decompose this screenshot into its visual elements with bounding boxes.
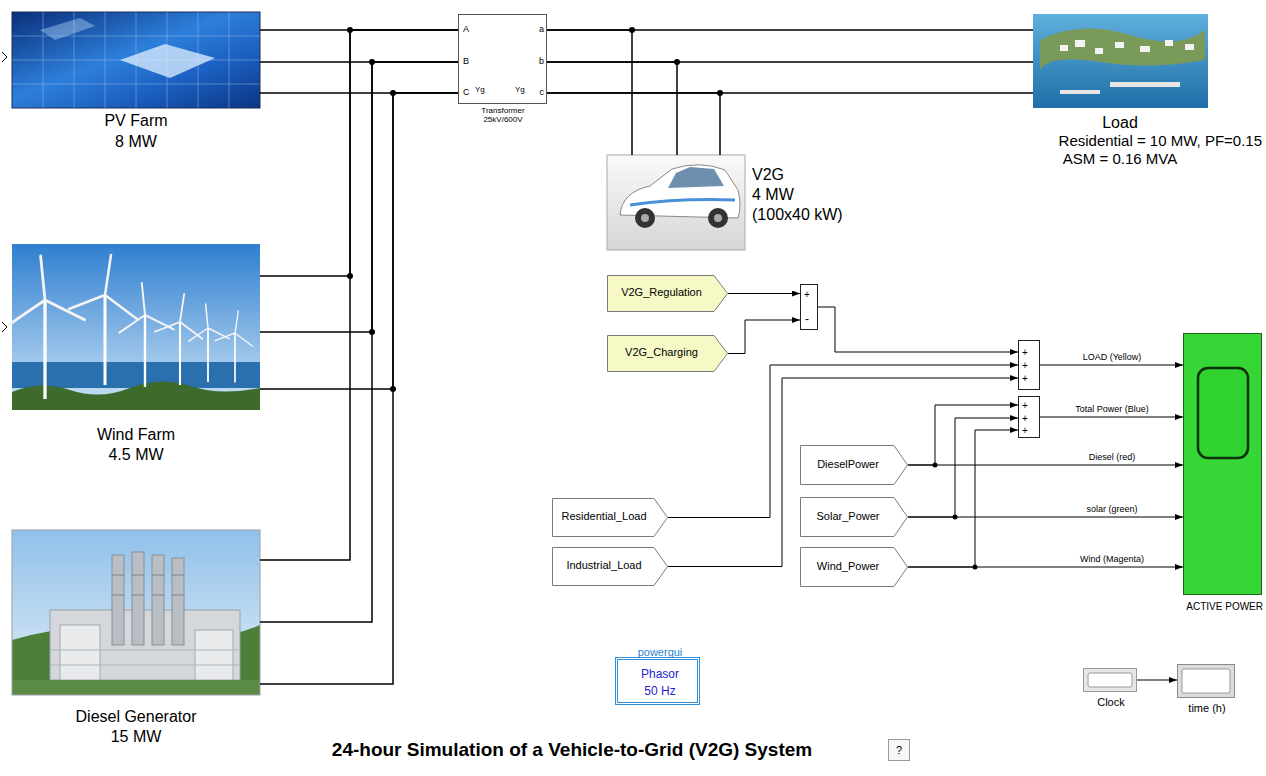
- winding-label: Yg: [475, 86, 485, 95]
- block-label: V2G_Charging: [625, 346, 698, 358]
- load-picture: [1033, 14, 1208, 108]
- block-label: 4 MW: [752, 186, 794, 204]
- clock-block: Clock: [1083, 668, 1137, 692]
- signal-line: [908, 418, 1018, 517]
- block-label: 15 MW: [111, 728, 162, 746]
- signal-line: [908, 465, 1183, 466]
- sum-block: +-: [800, 284, 818, 330]
- block-label: powergui: [638, 646, 683, 658]
- electric-car-picture: [607, 155, 745, 250]
- sign-label: +: [804, 289, 810, 300]
- signal-line: [818, 307, 1018, 352]
- sign-label: +: [1022, 347, 1028, 358]
- diesel-plant-picture: [12, 530, 260, 695]
- wind-farm-block: Wind Farm4.5 MW: [12, 244, 260, 410]
- sum-block: +++: [1018, 396, 1040, 438]
- power-line: [547, 30, 720, 155]
- help-mark: ?: [896, 744, 902, 756]
- diagram-title: 24-hour Simulation of a Vehicle-to-Grid …: [332, 740, 812, 761]
- display-window: [1178, 665, 1234, 697]
- port-label: c: [540, 88, 545, 98]
- help-button: ?: [888, 739, 910, 761]
- block-label: time (h): [1188, 702, 1225, 714]
- scope-screen: [1184, 334, 1261, 594]
- signal-line: [668, 378, 1018, 567]
- signal-line: [908, 405, 1018, 465]
- block-label: ASM = 0.16 MVA: [1063, 151, 1177, 168]
- signal-label: solar (green): [1084, 505, 1139, 515]
- signal-label: Diesel (red): [1087, 453, 1138, 463]
- signal-label: Total Power (Blue): [1073, 405, 1151, 415]
- signal-line: [1040, 365, 1183, 366]
- from-tag: V2G_Regulation: [607, 275, 728, 312]
- signal-line: [1040, 417, 1183, 418]
- port-label: b: [539, 57, 544, 67]
- powergui-block: powerguiPhasor50 Hz: [615, 657, 700, 705]
- v2g-block: V2G4 MW(100x40 kW): [607, 155, 745, 250]
- block-label: 8 MW: [115, 133, 157, 151]
- junction-dots: [347, 27, 978, 570]
- load-block: LoadResidential = 10 MW, PF=0.15ASM = 0.…: [1033, 14, 1208, 108]
- block-label: 25kV/600V: [483, 116, 522, 125]
- input-port-mark: [2, 52, 7, 332]
- signal-line: [668, 365, 1018, 518]
- block-label: V2G_Regulation: [621, 286, 702, 298]
- sign-label: +: [1022, 373, 1028, 384]
- block-label: Diesel Generator: [76, 708, 197, 726]
- signal-line: [728, 320, 800, 354]
- winding-label: Yg: [515, 86, 525, 95]
- sign-label: +: [1022, 400, 1028, 411]
- block-label: 4.5 MW: [108, 446, 163, 464]
- from-tag: Industrial_Load: [552, 547, 668, 586]
- from-tag: Wind_Power: [800, 547, 908, 587]
- clock-face: [1084, 669, 1136, 691]
- port-label: C: [463, 88, 470, 98]
- signal-line: [728, 293, 800, 294]
- transformer-block: ABCYgYgabcTransformer25kV/600V: [458, 14, 547, 104]
- sign-label: +: [1022, 360, 1028, 371]
- block-label: Wind Farm: [97, 426, 175, 444]
- block-label: Load: [1102, 114, 1138, 132]
- block-label: (100x40 kW): [752, 206, 843, 224]
- pv-farm-picture: [12, 12, 260, 108]
- signal-line: [1137, 680, 1177, 681]
- scope-block: ACTIVE POWER: [1183, 333, 1262, 595]
- block-label: 50 Hz: [644, 685, 675, 698]
- port-label: B: [463, 57, 469, 67]
- display-block: time (h): [1177, 664, 1235, 698]
- block-label: Solar_Power: [817, 510, 880, 522]
- pv-farm-block: PV Farm8 MW: [12, 12, 260, 108]
- from-tag: DieselPower: [800, 445, 908, 485]
- block-label: Phasor: [641, 668, 679, 681]
- block-label: ACTIVE POWER: [1186, 601, 1263, 612]
- sum-block: + + +: [1018, 340, 1040, 390]
- signal-line: [908, 517, 1183, 518]
- port-label: A: [463, 25, 469, 35]
- block-label: Clock: [1097, 696, 1125, 708]
- power-line: [260, 30, 458, 684]
- block-label: PV Farm: [104, 112, 167, 130]
- block-label: Wind_Power: [817, 560, 879, 572]
- power-line: [260, 30, 458, 389]
- signal-label: LOAD (Yellow): [1081, 353, 1144, 363]
- sign-label: -: [805, 313, 809, 326]
- diesel-generator-block: Diesel Generator15 MW: [12, 530, 260, 695]
- signal-line: [908, 430, 1018, 567]
- sign-label: +: [1022, 425, 1028, 436]
- block-label: Residential_Load: [561, 510, 646, 522]
- wind-farm-picture: [10, 244, 260, 410]
- port-label: a: [539, 25, 544, 35]
- block-label: Residential = 10 MW, PF=0.15: [1059, 133, 1262, 150]
- block-label: Transformer: [481, 107, 524, 116]
- block-label: Industrial_Load: [566, 559, 641, 571]
- from-tag: V2G_Charging: [607, 335, 728, 372]
- from-tag: Residential_Load: [552, 498, 668, 537]
- signal-line: [908, 567, 1183, 568]
- block-label: V2G: [752, 166, 784, 184]
- signal-label: Wind (Magenta): [1078, 555, 1146, 565]
- block-label: DieselPower: [817, 458, 879, 470]
- from-tag: Solar_Power: [800, 497, 908, 537]
- sign-label: +: [1022, 413, 1028, 424]
